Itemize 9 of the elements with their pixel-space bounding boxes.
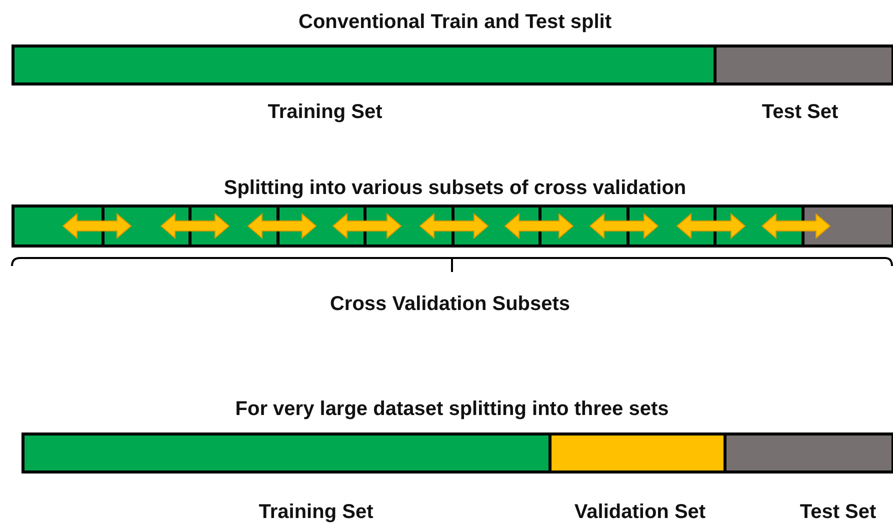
segment-label: Test Set — [762, 100, 838, 124]
segment-label: Training Set — [258, 500, 374, 524]
diagram-heading: Splitting into various subsets of cross validation — [224, 176, 686, 200]
diagram-heading: Conventional Train and Test split — [298, 10, 612, 34]
segment-label: Test Set — [800, 500, 876, 524]
diagram-heading: For very large dataset splitting into three sets — [235, 397, 669, 421]
segment-label: Training Set — [268, 100, 382, 124]
bracket-label: Cross Validation Subsets — [330, 292, 570, 316]
segment-label: Validation Set — [574, 500, 706, 524]
